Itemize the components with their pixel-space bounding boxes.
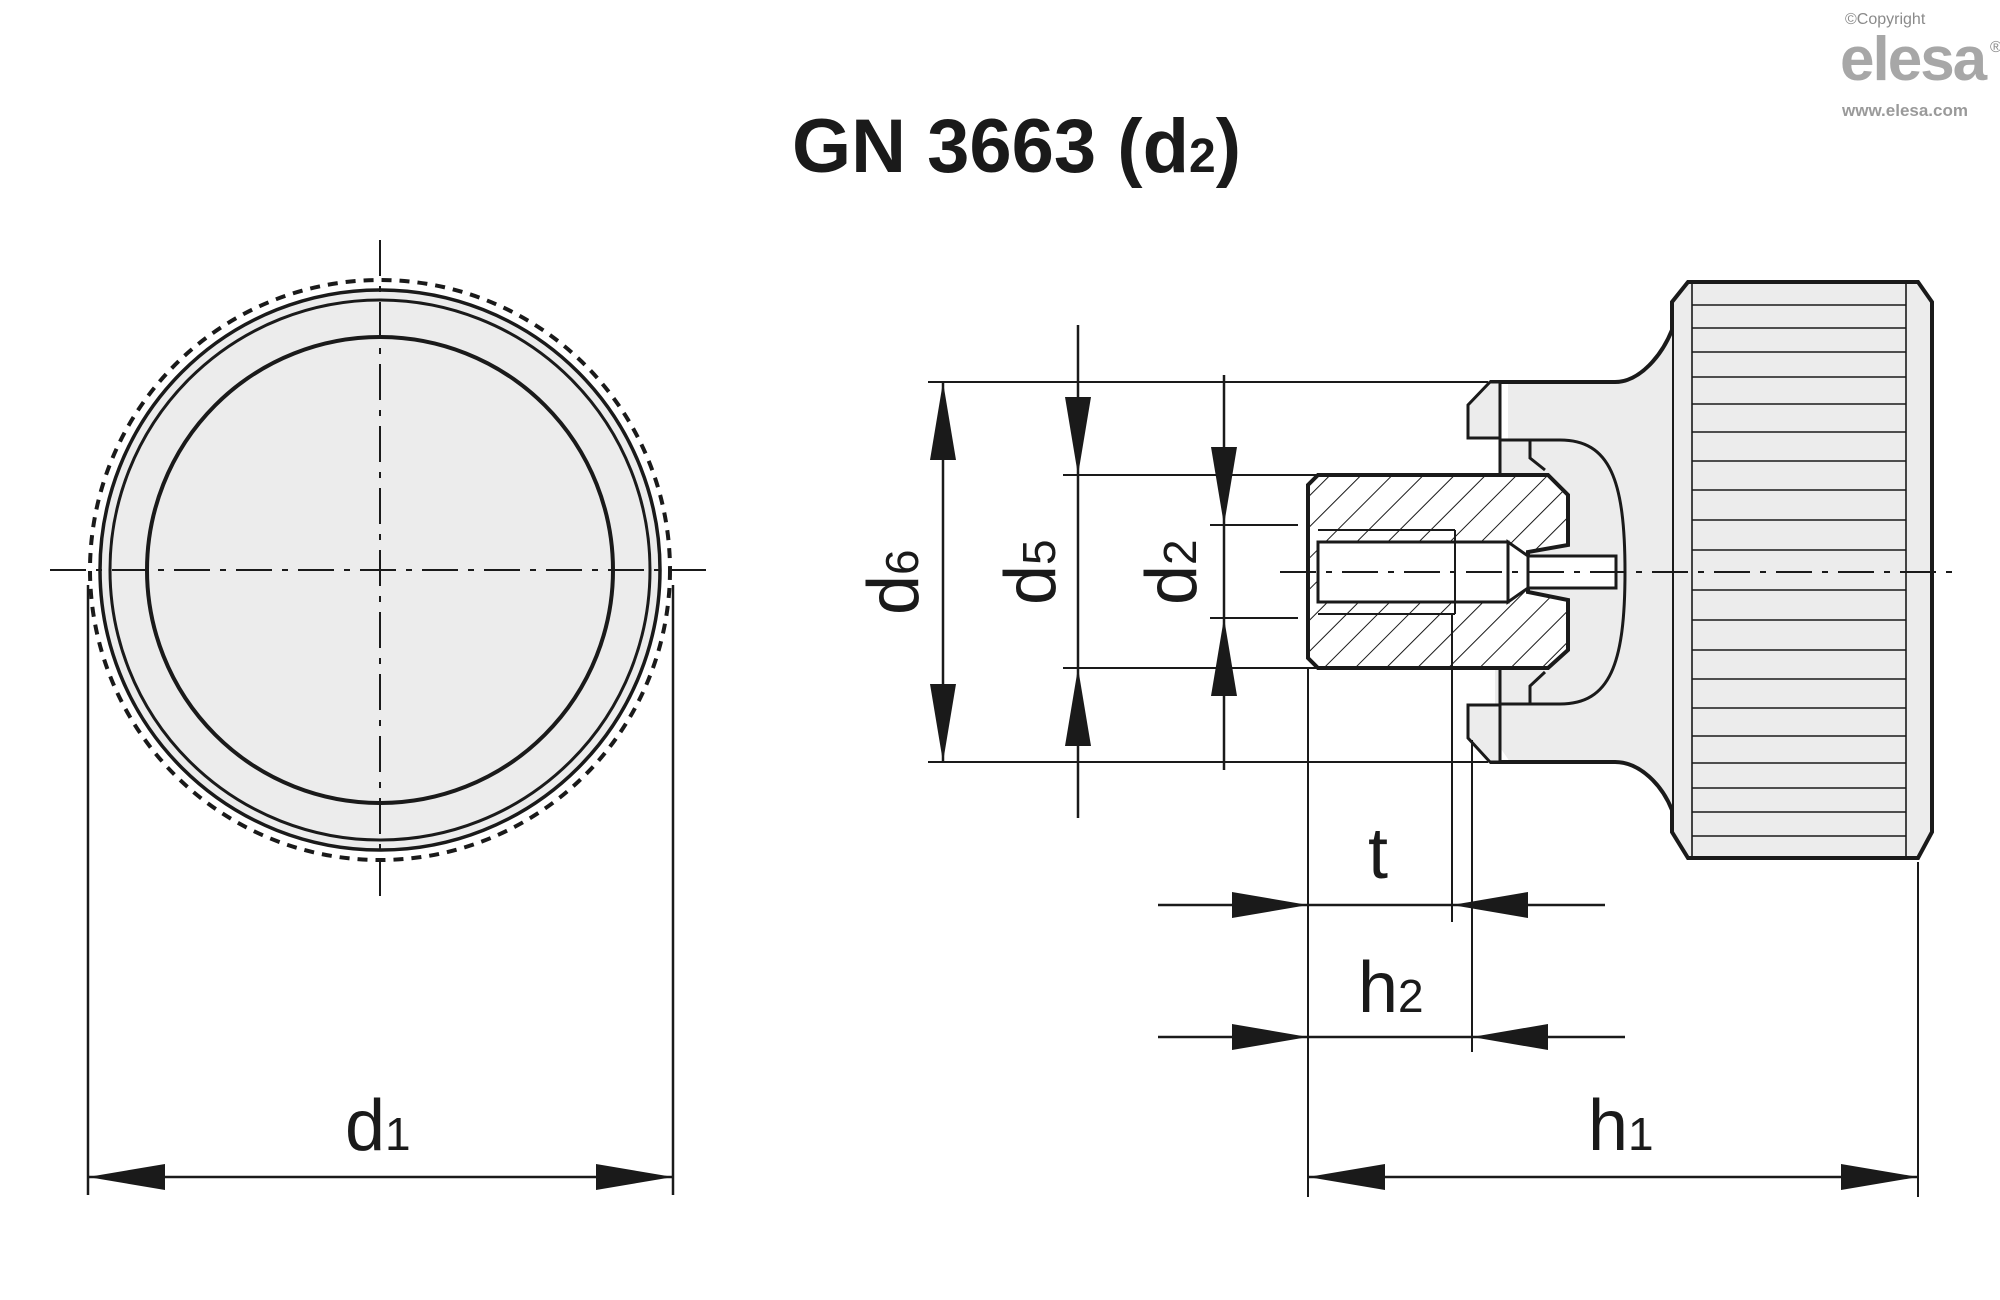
h1-arrow-left [1308, 1164, 1385, 1190]
elesa-watermark: ©Copyright elesa ® www.elesa.com [1840, 11, 2000, 120]
h2-label: h2 [1358, 948, 1424, 1028]
knob-rim-circle [108, 298, 652, 842]
insert-groove-top [1500, 438, 1546, 472]
knurl-lines [1691, 282, 1907, 858]
flange-top [1466, 380, 1502, 440]
elesa-url: www.elesa.com [1841, 101, 1968, 120]
t-arrow-left [1232, 892, 1308, 918]
d1-label: d1 [345, 1086, 411, 1166]
d2-label: d2 [1132, 539, 1212, 605]
d5-arrow-top [1065, 397, 1091, 475]
d2-arrow-bottom [1211, 618, 1237, 696]
t-label: t [1368, 814, 1388, 894]
d5-label: d5 [991, 539, 1071, 605]
knurled-head [1670, 280, 1934, 860]
d5-arrow-bottom [1065, 668, 1091, 746]
insert-groove-bottom [1500, 670, 1547, 706]
d1-arrow-left [88, 1164, 165, 1190]
drawing-title: GN 3663 (d2) [792, 104, 1241, 189]
front-view: d1 [50, 240, 710, 1195]
h2-arrow-right [1472, 1024, 1548, 1050]
d6-arrow-bottom [930, 684, 956, 762]
neck-top-curve [1490, 329, 1674, 384]
side-view: d6 d5 d2 t h2 h1 [854, 280, 1960, 1197]
d2-arrow-top [1211, 447, 1237, 525]
t-arrow-right [1452, 892, 1528, 918]
d6-arrow-top [930, 382, 956, 460]
registered-mark: ® [1990, 39, 2000, 56]
d6-label: d6 [854, 549, 934, 615]
copyright-text: ©Copyright [1845, 11, 1926, 28]
h2-arrow-left [1232, 1024, 1308, 1050]
h1-label: h1 [1588, 1086, 1654, 1166]
neck-bottom-curve [1490, 760, 1674, 811]
h1-arrow-right [1841, 1164, 1918, 1190]
d1-arrow-right [596, 1164, 673, 1190]
elesa-logo: elesa [1840, 25, 1988, 94]
